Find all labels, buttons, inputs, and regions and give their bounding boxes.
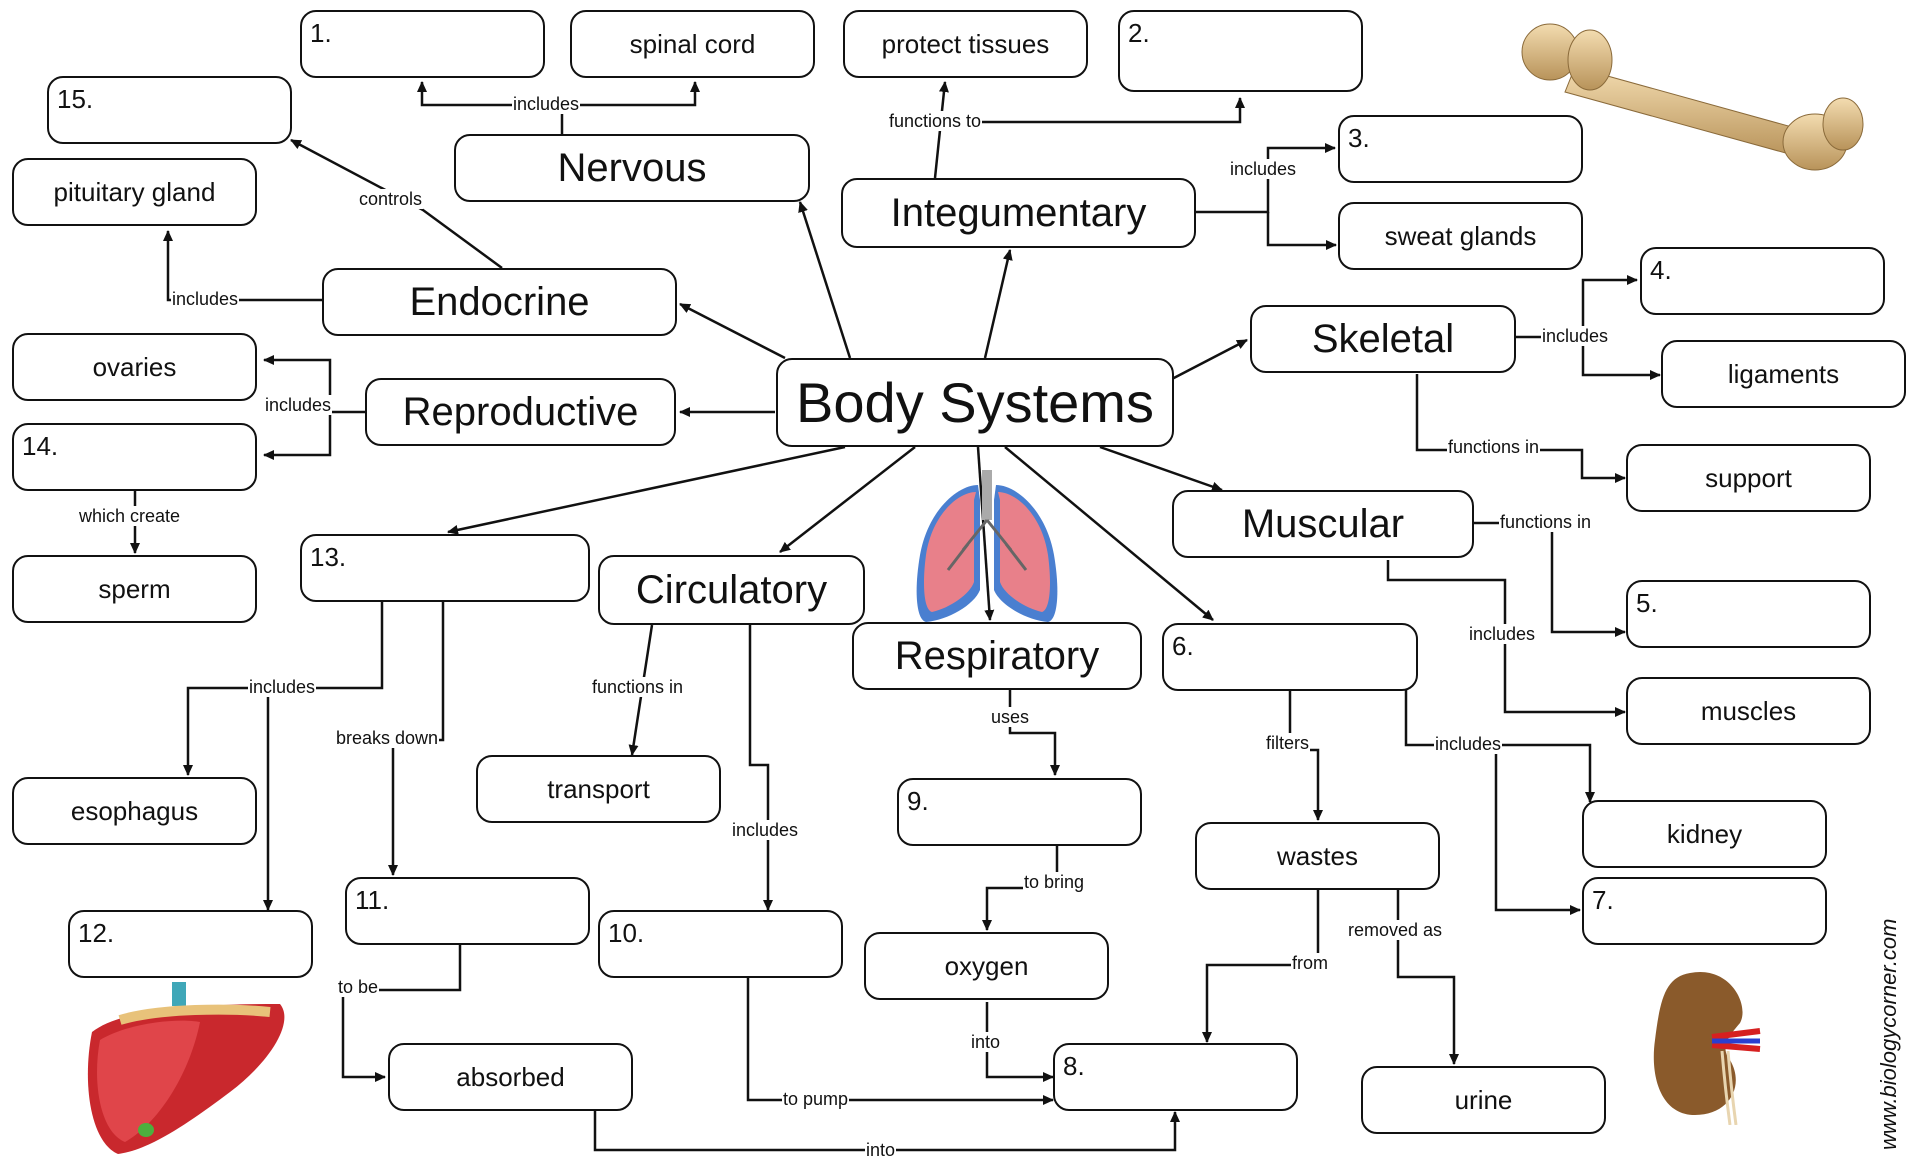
arrow-to-muscular [1100,447,1222,490]
spinal-cord-node: spinal cord [570,10,815,78]
link-label-uses: uses [990,707,1030,727]
sweat-glands-node: sweat glands [1338,202,1583,270]
link-label-circ-includes: includes [731,820,799,840]
link-label-muscular-functions-in: functions in [1499,512,1592,532]
skeletal-node: Skeletal [1250,305,1516,373]
arrow-6-to-wastes [1290,690,1318,820]
blank-2-node[interactable]: 2. [1118,10,1363,92]
link-label-skeletal-functions-in: functions in [1447,437,1540,457]
liver-image [80,982,295,1160]
blank-7-node[interactable]: 7. [1582,877,1827,945]
urine-node: urine [1361,1066,1606,1134]
arrow-to-skeletal [1170,340,1247,380]
body-systems-node: Body Systems [776,358,1174,447]
blank-9-node[interactable]: 9. [897,778,1142,846]
arrow-skeletal-to-support [1417,374,1625,478]
muscles-node: muscles [1626,677,1871,745]
link-label-absorbed-into: into [865,1140,896,1160]
arrow-repro-to-14 [264,412,330,455]
link-label-removed-as: removed as [1347,920,1443,940]
link-label-to-be: to be [337,977,379,997]
arrow-to-circulatory [780,447,915,552]
arrow-integ-to-2 [945,98,1240,122]
arrow-wastes-to-urine [1398,890,1454,1064]
link-label-controls: controls [358,189,423,209]
sperm-node: sperm [12,555,257,623]
arrow-resp-to-9 [1010,690,1055,775]
arrow-integ-to-sweat [1268,212,1336,245]
arrow-muscular-to-5 [1472,523,1625,632]
support-node: support [1626,444,1871,512]
link-label-breaks-down: breaks down [335,728,439,748]
arrow-circ-to-10 [750,625,768,910]
absorbed-node: absorbed [388,1043,633,1111]
link-label-which-create: which create [78,506,181,526]
link-label-muscular-includes: includes [1468,624,1536,644]
blank-8-node[interactable]: 8. [1053,1043,1298,1111]
esophagus-node: esophagus [12,777,257,845]
ovaries-node: ovaries [12,333,257,401]
arrow-6-to-7 [1496,745,1580,910]
kidney-image [1650,965,1762,1125]
link-label-integ-includes: includes [1229,159,1297,179]
ligaments-node: ligaments [1661,340,1906,408]
arrow-to-13 [448,447,845,532]
link-label-filters: filters [1265,733,1310,753]
link-label-repro-includes: includes [264,395,332,415]
bone-image [1505,12,1875,182]
nervous-node: Nervous [454,134,810,202]
transport-node: transport [476,755,721,823]
blank-14-node[interactable]: 14. [12,423,257,491]
blank-10-node[interactable]: 10. [598,910,843,978]
credit-text: www.biologycorner.com [1876,919,1902,1151]
link-label-endocrine-includes: includes [171,289,239,309]
blank-11-node[interactable]: 11. [345,877,590,945]
kidney-node: kidney [1582,800,1827,868]
pituitary-gland-node: pituitary gland [12,158,257,226]
blank-6-node[interactable]: 6. [1162,623,1418,691]
blank-5-node[interactable]: 5. [1626,580,1871,648]
link-label-circ-functions-in: functions in [591,677,684,697]
blank-15-node[interactable]: 15. [47,76,292,144]
muscular-node: Muscular [1172,490,1474,558]
arrow-to-integumentary [985,250,1010,358]
link-label-digestive-includes: includes [248,677,316,697]
integumentary-node: Integumentary [841,178,1196,248]
link-label-nervous-includes: includes [512,94,580,114]
link-label-skeletal-includes: includes [1541,326,1609,346]
link-label-functions-to: functions to [888,111,982,131]
blank-4-node[interactable]: 4. [1640,247,1885,315]
link-label-to-bring: to bring [1023,872,1085,892]
endocrine-node: Endocrine [322,268,677,336]
respiratory-node: Respiratory [852,622,1142,690]
wastes-node: wastes [1195,822,1440,890]
blank-12-node[interactable]: 12. [68,910,313,978]
arrow-to-endocrine [680,304,785,358]
link-label-from: from [1291,953,1329,973]
lungs-image [908,470,1066,628]
link-label-to-pump: to pump [782,1089,849,1109]
oxygen-node: oxygen [864,932,1109,1000]
reproductive-node: Reproductive [365,378,676,446]
protect-tissues-node: protect tissues [843,10,1088,78]
link-label-oxygen-into: into [970,1032,1001,1052]
blank-1-node[interactable]: 1. [300,10,545,78]
circulatory-node: Circulatory [598,555,865,625]
arrow-nervous-to-spinal-cord [562,82,695,105]
arrow-integ-to-3 [1195,148,1335,212]
blank-13-node[interactable]: 13. [300,534,590,602]
link-label-excretory-includes: includes [1434,734,1502,754]
